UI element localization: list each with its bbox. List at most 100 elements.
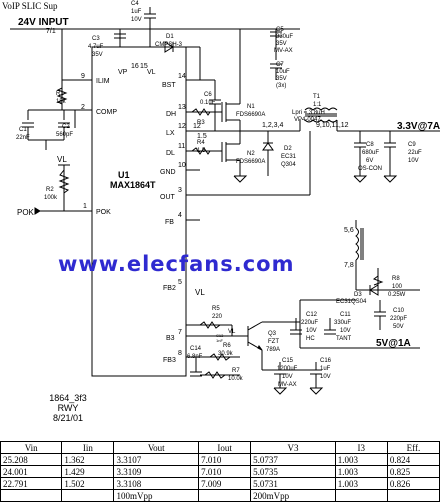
table-cell: 3.3108 <box>113 477 200 490</box>
r4-label: R41.5 <box>197 140 206 154</box>
svg-text:0.25W: 0.25W <box>388 292 406 298</box>
svg-text:FDS6690A: FDS6690A <box>236 159 265 165</box>
input-label: 24V INPUT <box>18 17 69 28</box>
svg-text:22nF: 22nF <box>16 135 30 141</box>
table-cell: 5.0735 <box>250 465 336 478</box>
pin-4: 4 <box>178 212 182 219</box>
svg-text:FZT: FZT <box>268 339 279 345</box>
svg-text:C11: C11 <box>340 312 351 318</box>
svg-text:EC31QS04: EC31QS04 <box>336 299 367 305</box>
drawing-number: 1864_3f3 <box>49 393 87 403</box>
pin-gnd: GND <box>160 169 176 176</box>
ripple-vout: 100mVpp <box>113 489 200 502</box>
table-cell: 5.0731 <box>250 477 336 490</box>
table-row: 24.001 1.429 3.3109 7.010 5.0735 1.003 0… <box>0 465 441 478</box>
table-row: 25.208 1.362 3.3107 7.010 5.0737 1.003 0… <box>0 453 441 466</box>
output-3v3-label: 3.3V@7A <box>397 121 440 132</box>
svg-text:R3: R3 <box>197 120 205 126</box>
drawing-date: 8/21/01 <box>52 413 84 423</box>
svg-text:MV-AX: MV-AX <box>278 382 297 388</box>
table-cell: 0.825 <box>386 465 441 478</box>
svg-text:R8: R8 <box>392 276 400 282</box>
svg-text:R6: R6 <box>223 343 231 349</box>
table-cell: 1.362 <box>61 453 115 466</box>
table-cell <box>334 489 388 502</box>
pin-fb: FB <box>165 219 174 226</box>
pin-fb2: FB2 <box>163 285 176 292</box>
svg-text:35V: 35V <box>276 76 287 82</box>
svg-text:VP4-0047: VP4-0047 <box>294 117 321 123</box>
ic-ref: U1 <box>118 170 130 180</box>
svg-text:1nF: 1nF <box>216 338 223 343</box>
vl-label: VL <box>57 155 67 164</box>
pin-b3: B3 <box>166 335 175 342</box>
svg-text:1200uF: 1200uF <box>277 366 298 372</box>
pin-bst: BST <box>162 82 176 89</box>
svg-text:C5: C5 <box>276 27 284 33</box>
svg-text:C1: C1 <box>19 127 27 133</box>
node-15: 1.5 <box>197 133 207 140</box>
svg-text:10V: 10V <box>340 328 351 334</box>
svg-text:10V: 10V <box>306 328 317 334</box>
pin-8: 8 <box>178 350 182 357</box>
svg-text:R7: R7 <box>232 368 240 374</box>
svg-text:D3: D3 <box>354 292 362 298</box>
table-cell: 3.3109 <box>113 465 200 478</box>
svg-text:N2: N2 <box>247 151 255 157</box>
col-v3: V3 <box>250 441 336 454</box>
svg-text:TANT: TANT <box>336 336 352 342</box>
table-cell: 1.003 <box>334 465 388 478</box>
col-iin: Iin <box>61 441 115 454</box>
table-cell <box>198 489 252 502</box>
svg-text:50V: 50V <box>393 324 404 330</box>
table-cell: 1.502 <box>61 477 115 490</box>
svg-text:FDS6690A: FDS6690A <box>236 112 265 118</box>
pin-lx: LX <box>166 130 175 137</box>
author-initials: RWY <box>57 403 79 413</box>
svg-text:100: 100 <box>392 284 403 290</box>
node-12: 12 <box>193 123 201 130</box>
svg-text:100k: 100k <box>44 195 58 201</box>
pin-14: 14 <box>178 73 186 80</box>
svg-text:C10: C10 <box>393 308 405 314</box>
col-eff: Eff. <box>386 441 441 454</box>
col-i3: I3 <box>334 441 388 454</box>
pin-3: 3 <box>178 187 182 194</box>
svg-text:1uF: 1uF <box>131 9 142 15</box>
svg-text:330uF: 330uF <box>334 320 351 326</box>
table-row: 22.791 1.502 3.3108 7.009 5.0731 1.003 0… <box>0 477 441 490</box>
svg-text:6.8nF: 6.8nF <box>187 354 203 360</box>
svg-text:C7: C7 <box>276 62 284 68</box>
table-cell: 7.010 <box>198 465 252 478</box>
pin-11: 11 <box>178 143 185 150</box>
r8-label: R8 100 0.25W <box>388 276 406 298</box>
table-cell: 0.826 <box>386 477 441 490</box>
t1-pins-56: 5,6 <box>344 227 354 234</box>
pin-13: 13 <box>178 104 186 111</box>
svg-text:HC: HC <box>306 336 315 342</box>
pin-dh: DH <box>166 111 176 118</box>
table-cell: 25.208 <box>0 453 63 466</box>
svg-text:220: 220 <box>212 314 223 320</box>
table-cell: 7.009 <box>198 477 252 490</box>
svg-text:10uF: 10uF <box>276 69 290 75</box>
svg-text:C3: C3 <box>92 36 100 42</box>
svg-text:Q304: Q304 <box>281 162 296 168</box>
svg-text:10V: 10V <box>408 158 419 164</box>
page-title: VoIP SLIC Sup <box>2 1 58 11</box>
svg-text:15k: 15k <box>56 99 67 105</box>
svg-text:Lpri = 3.8uH: Lpri = 3.8uH <box>292 110 325 116</box>
schematic-diagram: 9 ILIM 2 COMP 1 POK 16 15 VP VL BST 14 D… <box>10 1 440 395</box>
pin-out: OUT <box>160 194 176 201</box>
